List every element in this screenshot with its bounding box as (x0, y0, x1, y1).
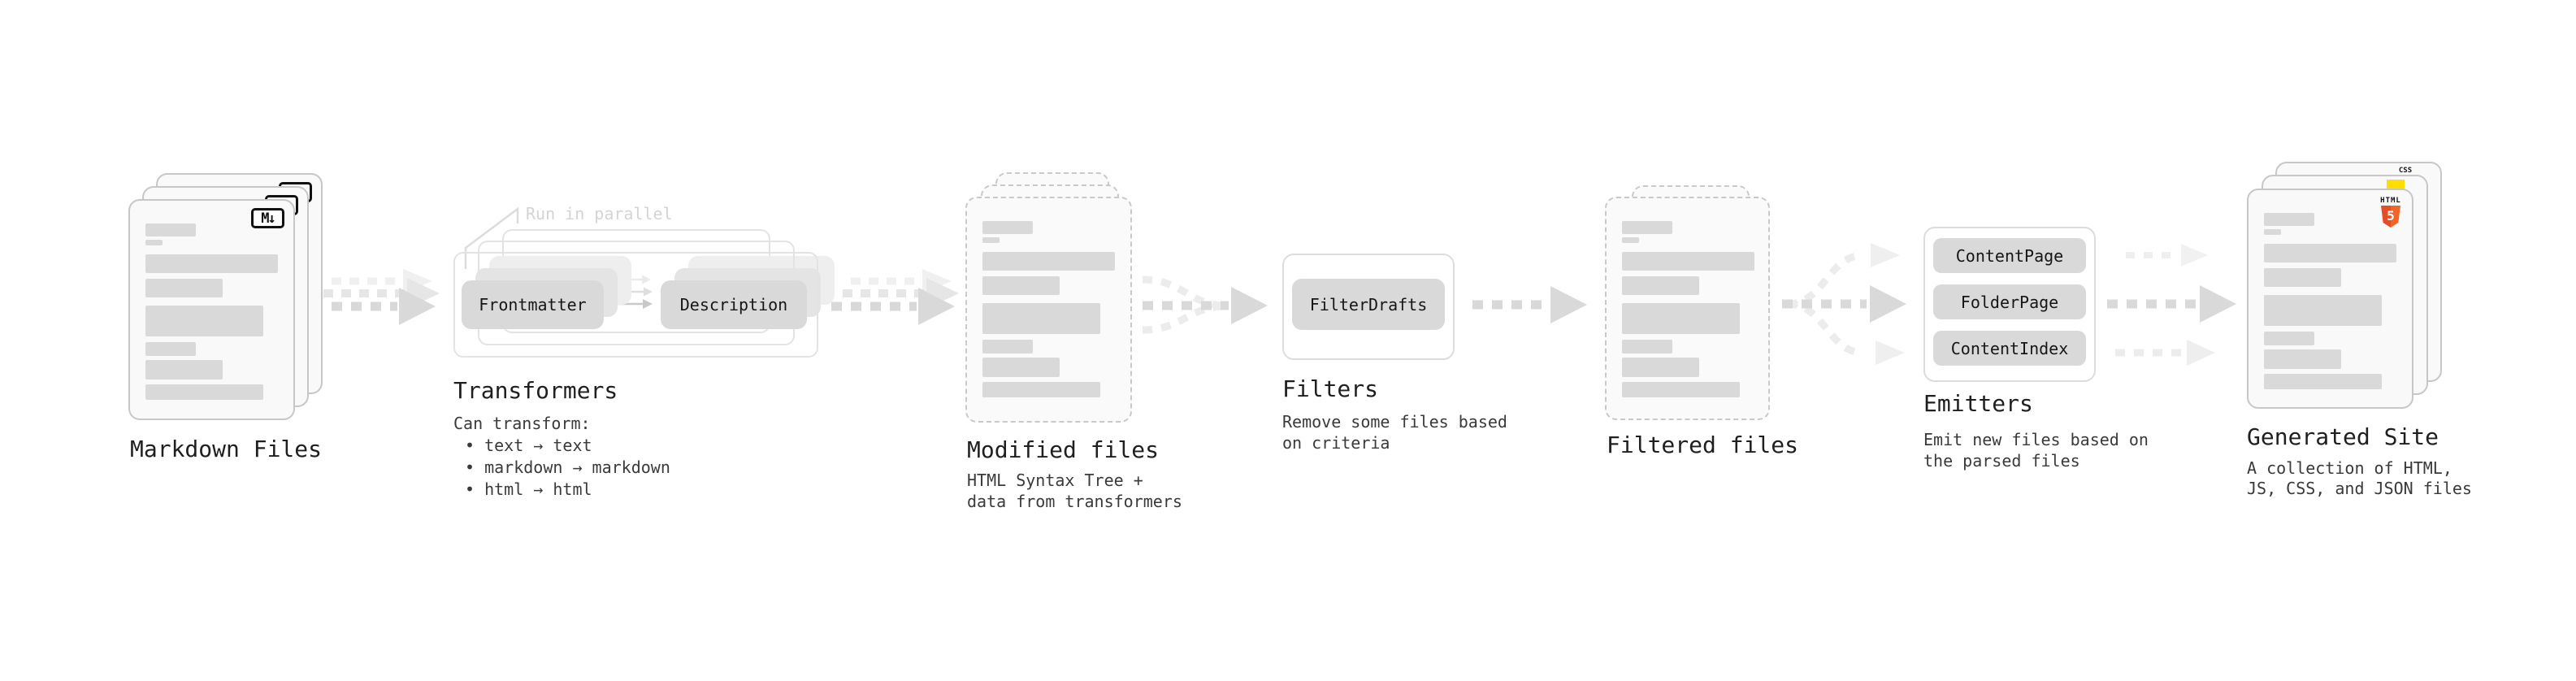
file-content-placeholder (2264, 213, 2396, 389)
arrow-markdown-to-transformers (312, 269, 440, 325)
modified-files-desc: HTML Syntax Tree + data from transformer… (967, 471, 1182, 511)
arrow-transformers-to-modified (831, 269, 959, 325)
emitter-pill-folderpage: FolderPage (1933, 284, 2086, 319)
generated-site-desc: A collection of HTML, JS, CSS, and JSON … (2247, 458, 2472, 498)
stage-title-transformers: Transformers (453, 377, 618, 404)
stage-title-generated-site: Generated Site (2247, 423, 2439, 450)
arrow-filtered-to-emitters-fanout (1782, 243, 1906, 365)
file-content-placeholder (1622, 221, 1754, 397)
run-in-parallel-annotation: Run in parallel (526, 204, 673, 223)
stage-title-emitters: Emitters (1923, 390, 2033, 417)
transformer-box-front (453, 252, 818, 358)
stage-title-markdown-files: Markdown Files (130, 436, 323, 462)
bullet-item: • text → text (465, 436, 592, 455)
stage-title-filters: Filters (1282, 375, 1379, 402)
stage-title-filtered-files: Filtered files (1607, 432, 1799, 458)
arrow-filters-to-filtered (1472, 286, 1587, 323)
emitters-desc: Emit new files based on the parsed files (1923, 430, 2149, 471)
arrow-emitters-to-generated (2107, 244, 2236, 366)
transformers-bullet-list: • text → text • markdown → markdown • ht… (465, 435, 670, 501)
bullet-item: • html → html (465, 479, 592, 499)
stage-title-modified-files: Modified files (967, 436, 1160, 463)
file-content-placeholder (145, 223, 278, 400)
filters-desc: Remove some files based on criteria (1282, 412, 1507, 453)
transformer-pill-frontmatter: Frontmatter (462, 280, 604, 329)
transformers-desc-heading: Can transform: (453, 414, 591, 433)
modified-file-card-front (965, 197, 1132, 423)
filtered-file-card-front (1605, 197, 1770, 420)
file-content-placeholder (982, 221, 1115, 397)
js-icon (2387, 180, 2405, 189)
markdown-icon: M↓ (251, 208, 284, 228)
markdown-file-card-front: M↓ (128, 199, 295, 420)
bullet-item: • markdown → markdown (465, 458, 670, 477)
emitter-pill-contentindex: ContentIndex (1933, 331, 2086, 366)
filter-pill-filterdrafts: FilterDrafts (1292, 279, 1445, 330)
generated-file-card-html: HTML 5 (2247, 189, 2413, 409)
html5-icon: HTML 5 (2380, 197, 2401, 228)
transformer-pill-description: Description (661, 280, 807, 329)
emitter-pill-contentpage: ContentPage (1933, 238, 2086, 273)
arrow-modified-to-filters-merge (1142, 275, 1268, 334)
